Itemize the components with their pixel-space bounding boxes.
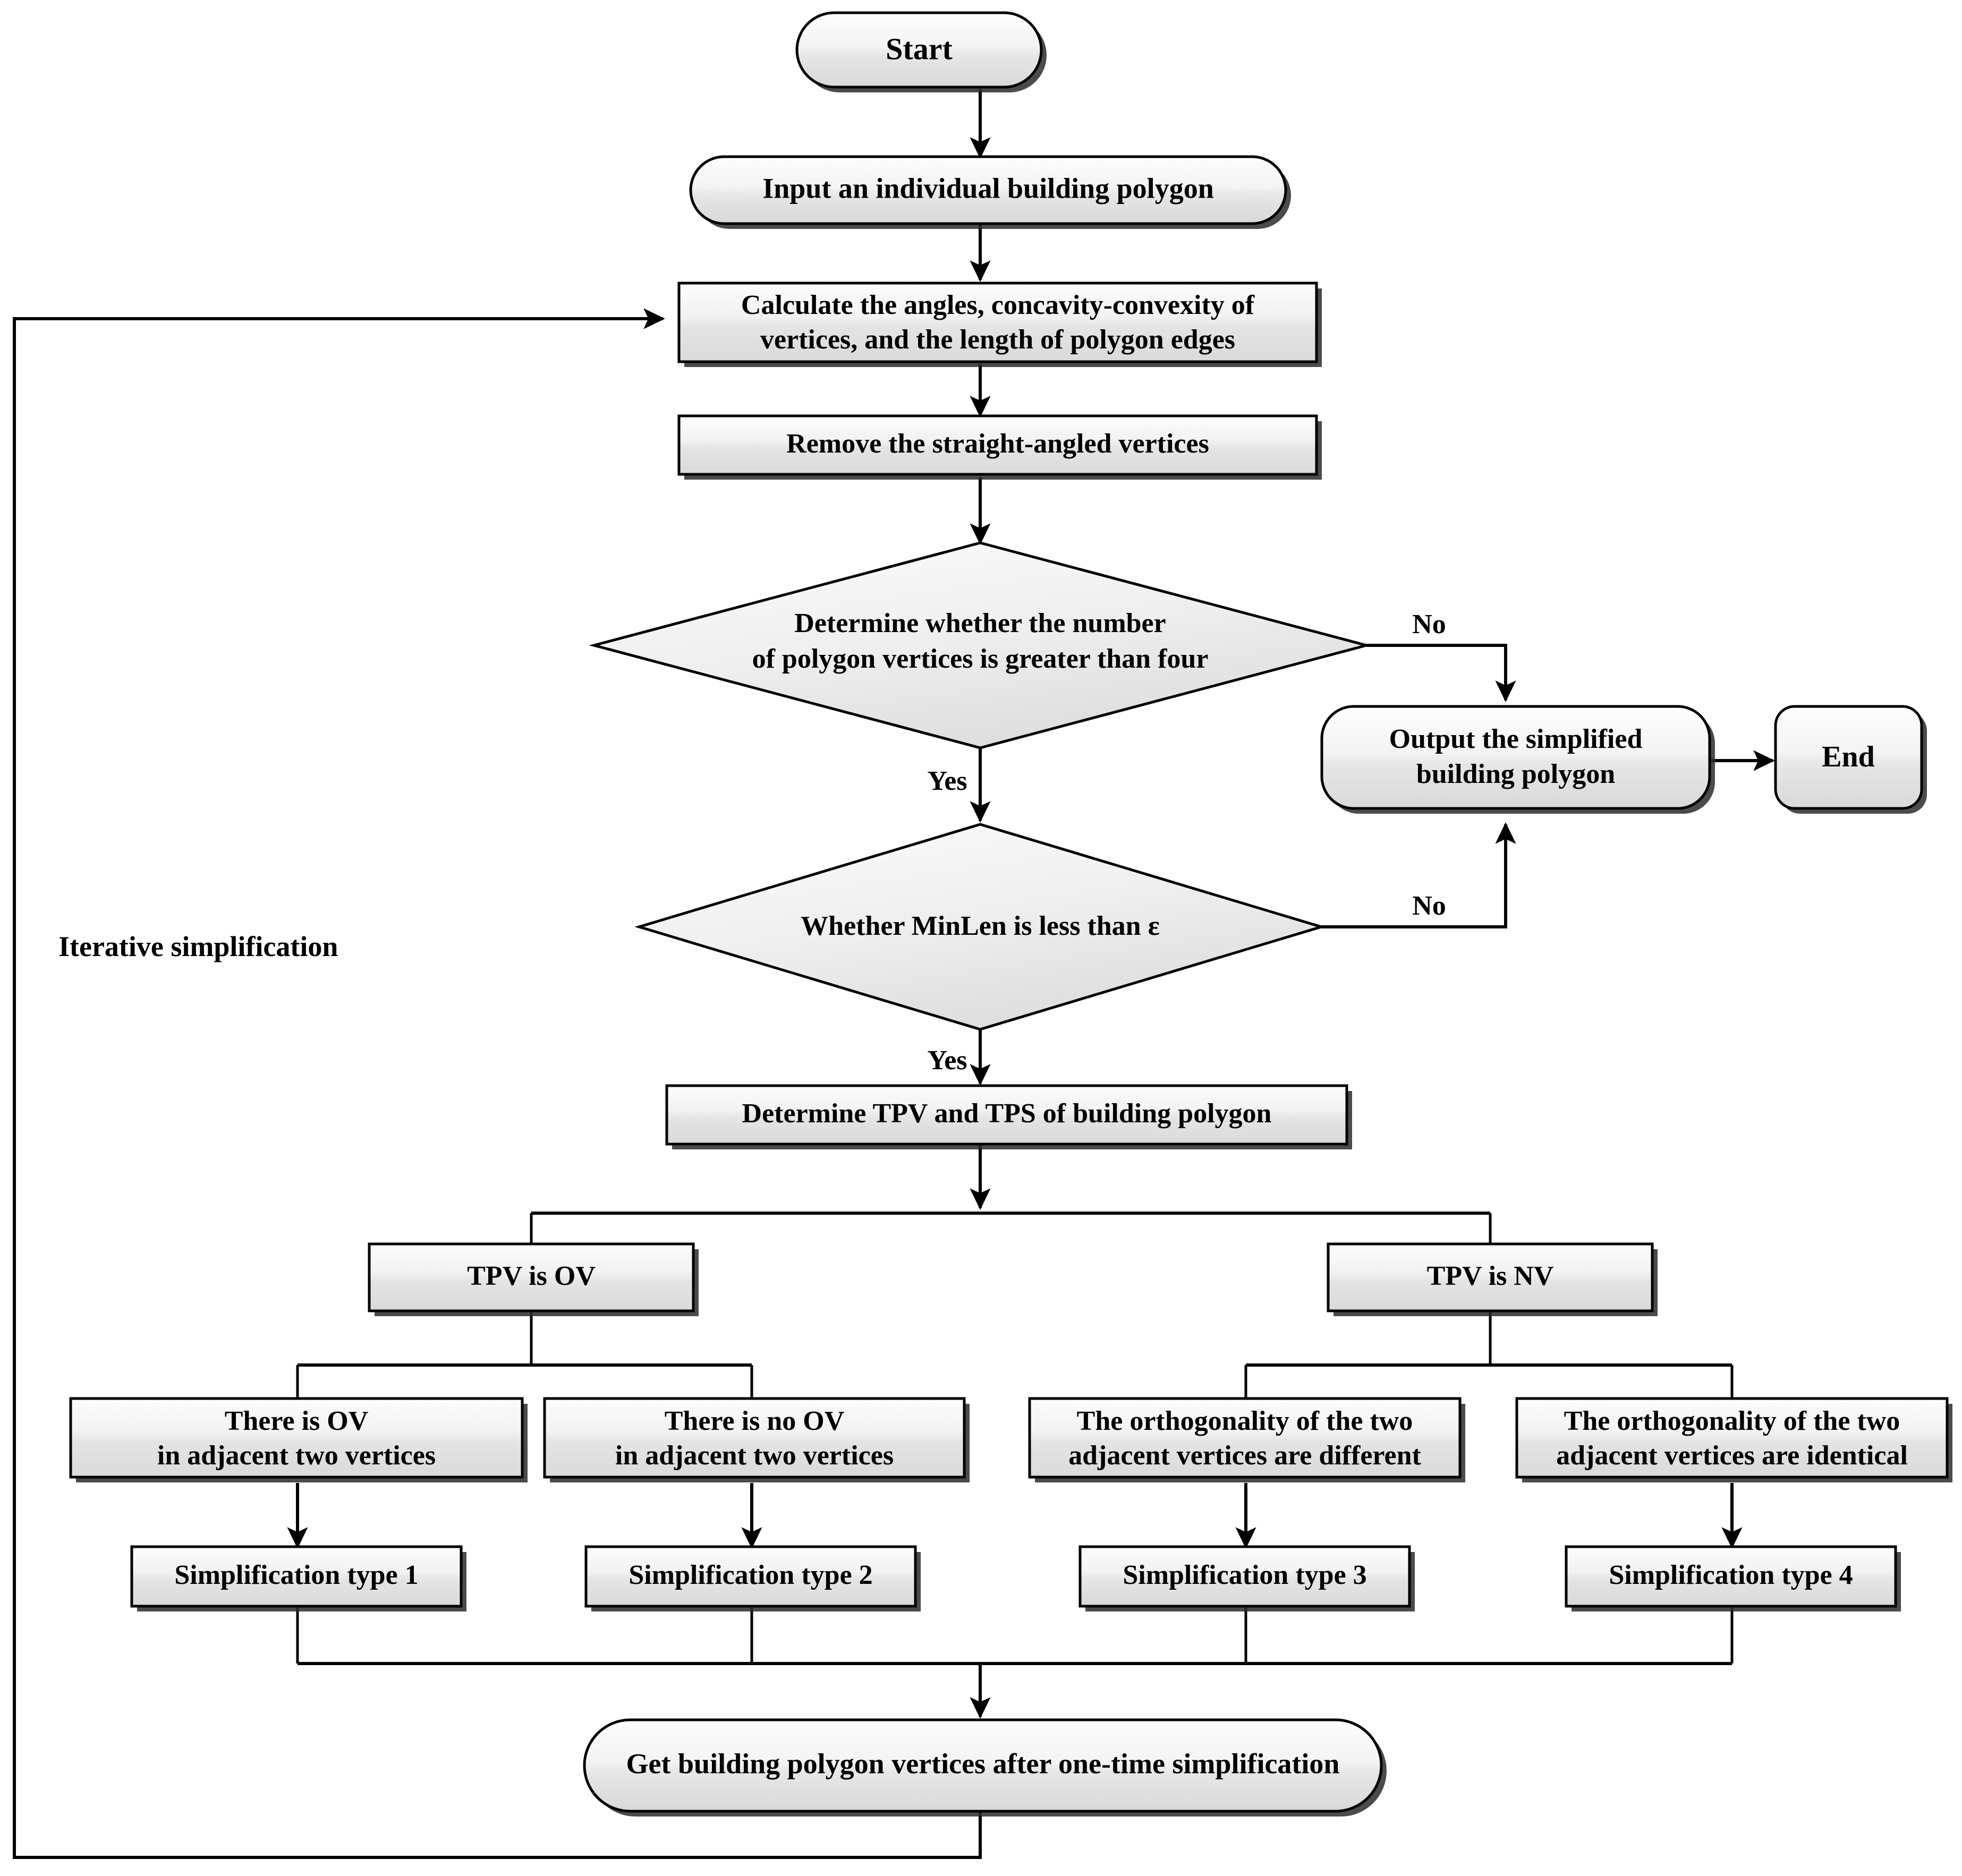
node-remove-straight-label: Remove the straight-angled vertices: [786, 429, 1209, 459]
edge-label-minlen-no: No: [1412, 891, 1446, 921]
edge-feedback-loop: [13, 308, 982, 1859]
node-tpv-is-ov-label: TPV is OV: [467, 1261, 596, 1291]
edge-label-vertices-yes: Yes: [927, 766, 967, 796]
edge-decide-minlen-no: [1321, 822, 1516, 928]
node-calculate-label-line2: vertices, and the length of polygon edge…: [760, 325, 1235, 355]
node-cond-ov-adjacent-line2: in adjacent two vertices: [157, 1440, 436, 1471]
node-simp-type-3[interactable]: Simplification type 3: [1078, 1545, 1415, 1611]
node-simp-type-1[interactable]: Simplification type 1: [130, 1545, 466, 1611]
node-cond-orth-different-line2: adjacent vertices are different: [1068, 1440, 1421, 1471]
node-cond-ov-adjacent[interactable]: There is OV in adjacent two vertices: [69, 1397, 528, 1482]
node-output-polygon[interactable]: Output the simplified building polygon: [1320, 705, 1715, 814]
node-output-polygon-label-line1: Output the simplified: [1389, 724, 1643, 754]
connectors: [13, 89, 1775, 1859]
node-decide-vertices-label-line2: of polygon vertices is greater than four: [752, 644, 1209, 674]
node-cond-no-ov-adjacent-line2: in adjacent two vertices: [615, 1440, 894, 1471]
node-cond-orth-identical-line2: adjacent vertices are identical: [1556, 1440, 1908, 1471]
node-decide-minlen[interactable]: Whether MinLen is less than ε: [634, 823, 1326, 1031]
node-decide-minlen-label: Whether MinLen is less than ε: [801, 911, 1160, 941]
node-start-label: Start: [886, 31, 953, 66]
node-calculate[interactable]: Calculate the angles, concavity-convexit…: [677, 282, 1322, 367]
node-cond-ov-adjacent-line1: There is OV: [225, 1406, 369, 1436]
node-simp-type-2-label: Simplification type 2: [628, 1560, 872, 1590]
node-cond-orth-different-line1: The orthogonality of the two: [1077, 1406, 1413, 1436]
node-input-polygon-label: Input an individual building polygon: [762, 172, 1213, 204]
node-cond-orth-different[interactable]: The orthogonality of the two adjacent ve…: [1028, 1397, 1465, 1482]
node-cond-orth-identical[interactable]: The orthogonality of the two adjacent ve…: [1515, 1397, 1952, 1482]
node-tpv-is-nv[interactable]: TPV is NV: [1327, 1242, 1658, 1316]
node-output-polygon-label-line2: building polygon: [1416, 759, 1615, 789]
node-cond-orth-identical-line1: The orthogonality of the two: [1564, 1406, 1900, 1436]
node-simp-type-4-label: Simplification type 4: [1609, 1560, 1853, 1590]
edge-label-vertices-no: No: [1412, 609, 1446, 639]
edge-decide-vertices-no: [1366, 644, 1516, 702]
node-start[interactable]: Start: [795, 11, 1047, 92]
node-decide-vertices[interactable]: Determine whether the number of polygon …: [589, 541, 1372, 749]
node-calculate-label-line1: Calculate the angles, concavity-convexit…: [741, 290, 1255, 320]
node-determine-tpv-tps[interactable]: Determine TPV and TPS of building polygo…: [665, 1084, 1352, 1149]
node-get-vertices-label: Get building polygon vertices after one-…: [626, 1747, 1340, 1779]
edge-label-minlen-yes: Yes: [927, 1045, 967, 1076]
node-decide-vertices-label-line1: Determine whether the number: [794, 608, 1166, 638]
node-tpv-is-ov[interactable]: TPV is OV: [368, 1242, 699, 1316]
node-end[interactable]: End: [1774, 705, 1927, 814]
node-end-label: End: [1822, 740, 1875, 773]
node-input-polygon[interactable]: Input an individual building polygon: [689, 155, 1291, 229]
node-get-vertices[interactable]: Get building polygon vertices after one-…: [583, 1718, 1387, 1817]
node-tpv-is-nv-label: TPV is NV: [1427, 1261, 1554, 1291]
node-simp-type-2[interactable]: Simplification type 2: [584, 1545, 921, 1611]
node-cond-no-ov-adjacent-line1: There is no OV: [665, 1406, 845, 1436]
node-determine-tpv-tps-label: Determine TPV and TPS of building polygo…: [742, 1098, 1272, 1129]
node-remove-straight[interactable]: Remove the straight-angled vertices: [677, 414, 1322, 480]
node-simp-type-3-label: Simplification type 3: [1123, 1560, 1366, 1590]
node-simp-type-4[interactable]: Simplification type 4: [1565, 1545, 1901, 1611]
node-simp-type-1-label: Simplification type 1: [174, 1560, 418, 1590]
node-cond-no-ov-adjacent[interactable]: There is no OV in adjacent two vertices: [543, 1397, 970, 1482]
label-iterative-simplification: Iterative simplification: [58, 931, 338, 962]
